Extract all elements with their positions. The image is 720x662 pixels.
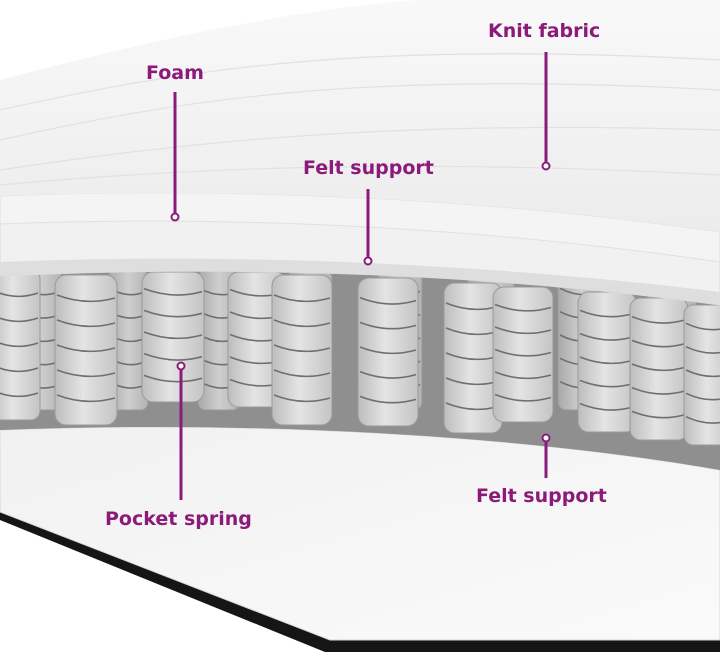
pocket-spring	[629, 297, 689, 441]
pocket-spring	[492, 286, 554, 423]
pocket-spring	[577, 291, 637, 433]
pocket-spring	[357, 277, 419, 427]
pocket-spring	[683, 304, 720, 446]
felt-support-top-shadow	[0, 258, 720, 305]
callout-knit-fabric	[541, 52, 551, 171]
mattress-base-top	[0, 426, 720, 641]
callout-pocket-spring	[176, 361, 186, 500]
knit-fabric-layer	[0, 0, 720, 232]
callout-dot	[176, 361, 186, 371]
label-pocket-spring: Pocket spring	[105, 508, 252, 530]
callout-dot	[170, 212, 180, 222]
label-knit-fabric: Knit fabric	[488, 20, 601, 42]
callout-felt-support-top	[363, 189, 373, 266]
pocket-spring	[271, 274, 333, 426]
callout-dot	[541, 433, 551, 443]
callout-felt-support-bottom	[541, 433, 551, 478]
callout-foam	[170, 92, 180, 222]
knit-fabric-stitching	[0, 53, 720, 186]
pocket-spring-group	[0, 269, 720, 446]
callout-dot	[363, 256, 373, 266]
callout-dot	[541, 161, 551, 171]
label-foam: Foam	[146, 62, 204, 84]
label-felt-support-bottom: Felt support	[476, 485, 607, 507]
pocket-spring	[54, 274, 118, 426]
label-felt-support-top: Felt support	[303, 157, 434, 179]
pocket-spring	[0, 269, 41, 421]
pocket-spring	[141, 271, 205, 403]
